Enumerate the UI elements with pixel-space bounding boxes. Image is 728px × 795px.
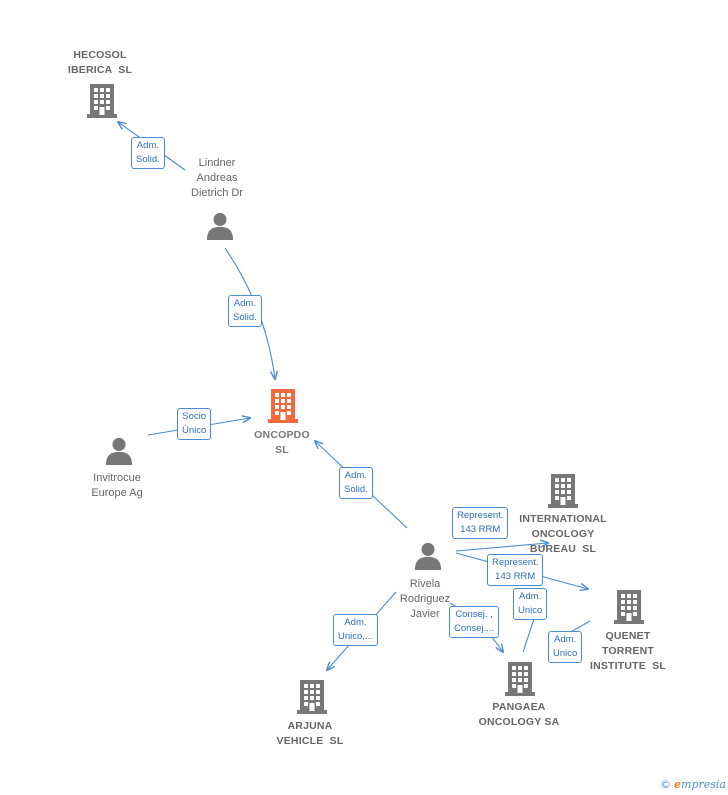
edge-label[interactable]: Socio Único	[177, 408, 212, 440]
building-icon[interactable]	[297, 680, 327, 714]
edge-label[interactable]: Adm. Unico	[548, 631, 583, 663]
building-icon[interactable]	[614, 590, 644, 624]
edge-label[interactable]: Represent. 143 RRM	[487, 554, 544, 586]
building-icon[interactable]	[268, 389, 298, 423]
node-label-lindner[interactable]: Lindner Andreas Dietrich Dr	[191, 157, 243, 199]
edge-label[interactable]: Adm. Solid.	[339, 467, 373, 499]
edge-label[interactable]: Adm. Solid.	[131, 137, 165, 169]
edge-label[interactable]: Represent. 143 RRM	[452, 507, 509, 539]
person-icon[interactable]	[206, 212, 234, 240]
node-label-arjuna[interactable]: ARJUNA VEHICLE SL	[276, 720, 344, 747]
node-label-quenet[interactable]: QUENET TORRENT INSTITUTE SL	[589, 630, 667, 672]
empresia-brand[interactable]: ©empresia	[660, 778, 726, 791]
edge-label[interactable]: Adm. Solid.	[228, 295, 262, 327]
brand-e: e	[674, 778, 682, 791]
brand-name: mpresia	[681, 778, 726, 791]
building-icon[interactable]	[505, 662, 535, 696]
node-label-invitrocue[interactable]: Invitrocue Europe Ag	[91, 472, 143, 499]
node-label-hecosol[interactable]: HECOSOL IBERICA SL	[67, 49, 133, 76]
building-icon[interactable]	[87, 84, 117, 118]
person-icon[interactable]	[105, 437, 133, 465]
edge-label[interactable]: Adm. Unico,...	[333, 614, 378, 646]
node-label-oncopdo[interactable]: ONCOPDO SL	[254, 429, 310, 456]
node-label-pangaea[interactable]: PANGAEA ONCOLOGY SA	[478, 701, 560, 728]
copyright-symbol: ©	[660, 778, 672, 791]
building-icon[interactable]	[548, 474, 578, 508]
node-label-rivela[interactable]: Rivela Rodriguez Javier	[399, 578, 451, 620]
edge-rivela-to-intl	[455, 543, 548, 552]
node-label-intl[interactable]: INTERNATIONAL ONCOLOGY BUREAU SL	[519, 513, 607, 555]
edge-label[interactable]: Consej. , Consej....	[449, 606, 500, 638]
person-icon[interactable]	[414, 542, 442, 570]
edge-label[interactable]: Adm. Unico	[513, 588, 548, 620]
